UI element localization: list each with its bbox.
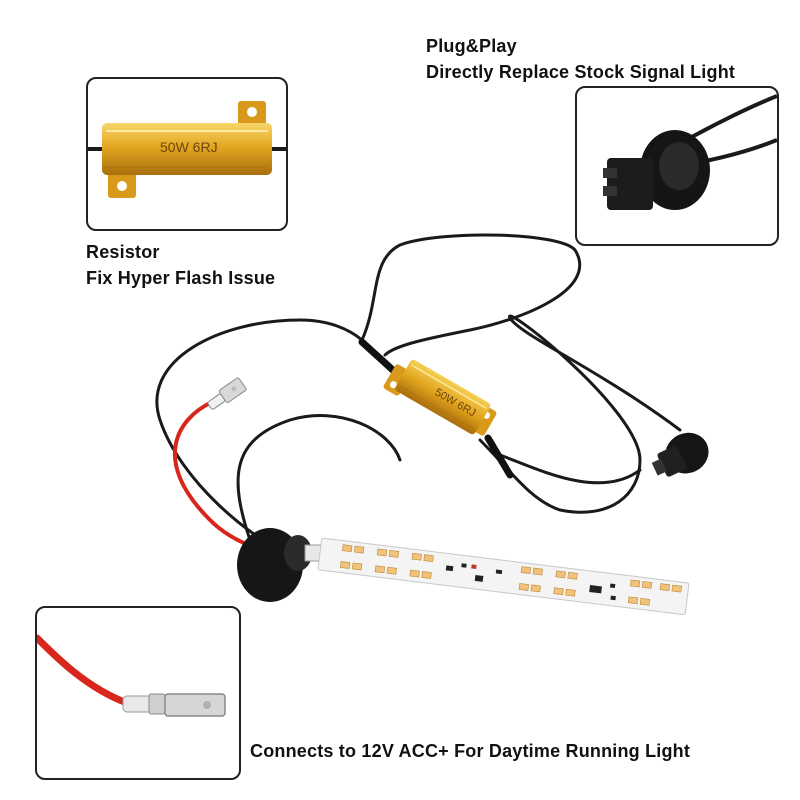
terminal-inset [35, 606, 241, 780]
terminal-caption: Connects to 12V ACC+ For Daytime Running… [250, 741, 691, 761]
heat-shrink-sleeves [358, 338, 514, 479]
resistor-caption-title: Resistor [86, 242, 160, 262]
resistor-marking: 50W 6RJ [160, 139, 218, 155]
black-wire-harness [155, 233, 682, 562]
plug-caption: Plug&Play Directly Replace Stock Signal … [426, 33, 735, 85]
resistor-closeup [88, 101, 286, 198]
plug-caption-subtitle: Directly Replace Stock Signal Light [426, 62, 736, 82]
led-strip-board [317, 537, 690, 616]
led-socket [237, 528, 326, 602]
plug-closeup [603, 94, 777, 210]
plug-connector [651, 432, 709, 477]
resistor [383, 359, 497, 436]
spade-terminal [207, 377, 247, 410]
resistor-caption-subtitle: Fix Hyper Flash Issue [86, 268, 276, 288]
resistor-caption: Resistor Fix Hyper Flash Issue [86, 239, 275, 291]
terminal-closeup [37, 634, 226, 717]
plug-inset [575, 86, 779, 246]
plug-caption-title: Plug&Play [426, 36, 517, 56]
resistor-inset: 50W 6RJ [86, 77, 288, 231]
